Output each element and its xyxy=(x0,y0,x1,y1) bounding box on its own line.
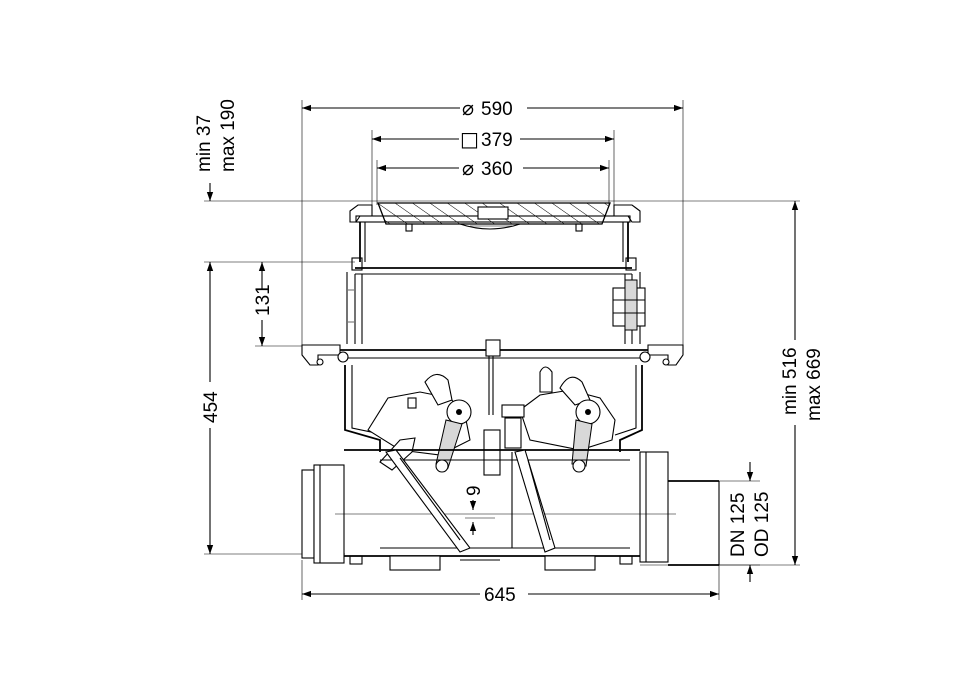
diameter-360-symbol: ⌀ xyxy=(462,156,474,180)
overall-length-label: 645 xyxy=(484,585,516,606)
cover-adjust-max-label: max 190 xyxy=(218,99,239,172)
diameter-360-label: 360 xyxy=(481,159,513,180)
square-379-label: 379 xyxy=(481,130,513,151)
total-height-min-label: min 516 xyxy=(780,347,801,415)
valve-flap-left xyxy=(367,373,472,473)
main-pipe xyxy=(301,449,720,571)
square-379-symbol: □ xyxy=(460,127,479,151)
flange-ring xyxy=(301,339,684,476)
diameter-590-symbol: ⌀ xyxy=(462,96,474,120)
body-height-label: 454 xyxy=(201,391,222,423)
backwater-valve-body xyxy=(301,202,720,571)
upper-chamber xyxy=(346,222,646,344)
offset-label: 9 xyxy=(464,485,485,496)
pipe-od-label: OD 125 xyxy=(752,492,773,557)
pipe-dn-label: DN 125 xyxy=(728,493,749,557)
valve-flap-right xyxy=(501,366,616,473)
upper-height-label: 131 xyxy=(253,284,274,316)
cover-frame xyxy=(349,202,641,232)
dimension-labels: ⌀ 590 □ 379 ⌀ 360 min 37 max 190 min 516… xyxy=(194,96,825,606)
cover-adjust-min-label: min 37 xyxy=(194,115,215,172)
dimension-lines xyxy=(204,100,800,600)
diameter-590-label: 590 xyxy=(481,99,513,120)
total-height-max-label: max 669 xyxy=(804,348,825,421)
